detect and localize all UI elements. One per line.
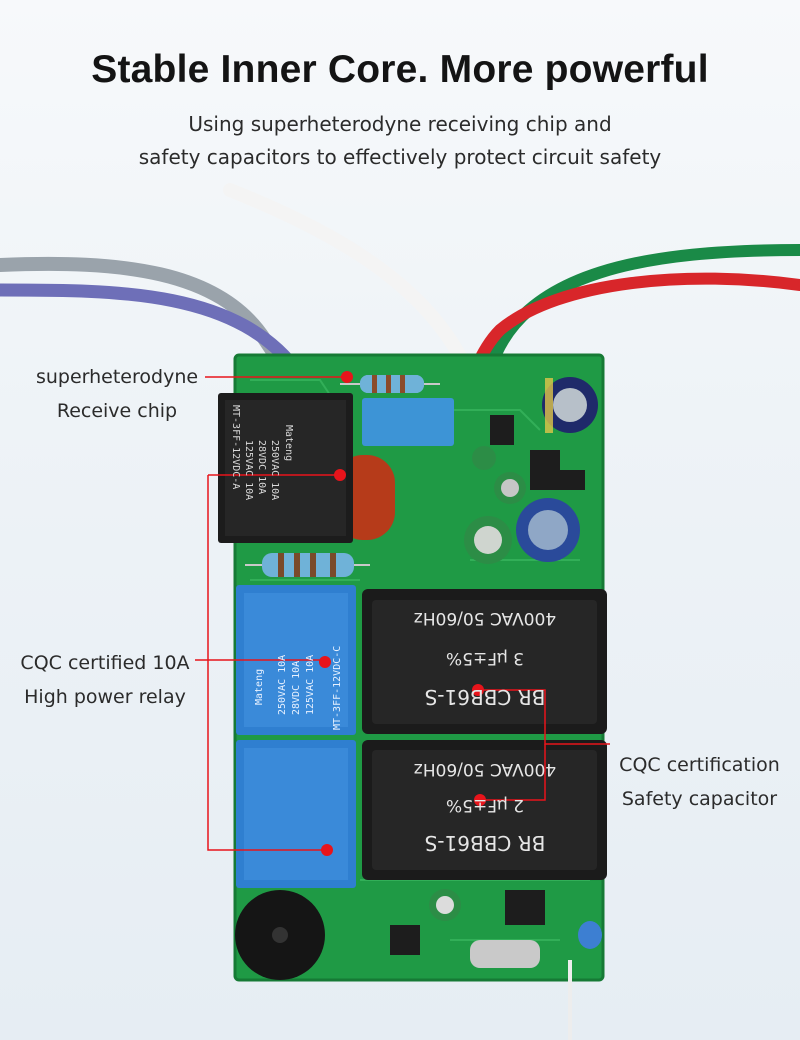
cap-top-model: BR CBB61-S [425, 685, 546, 709]
wire-white [223, 183, 469, 367]
relay-black-rating-2: 28VDC 10A [256, 440, 267, 494]
callout-safety-capacitor-line1: CQC certification [619, 754, 780, 776]
cap-bottom-value: 2 μF±5% [446, 795, 524, 815]
callout-power-relay-line2: High power relay [24, 686, 186, 708]
cap-bottom-model: BR CBB61-S [425, 831, 546, 855]
relay-black [218, 393, 353, 543]
relay-blue-rating-1: 250VAC 10A [277, 655, 288, 715]
callout-safety-capacitor: CQC certification Safety capacitor [612, 748, 787, 816]
subtitle-line-2: safety capacitors to effectively protect… [138, 145, 662, 169]
cap-top-value: 3 μF±5% [446, 648, 524, 668]
callout-receive-chip-line2: Receive chip [56, 400, 178, 422]
relay-blue-rating-2: 28VDC 10A [291, 661, 302, 715]
relay-black-rating-1: 250VAC 10A [269, 440, 280, 500]
cap-bottom-rating: 400VAC 50/60Hz [414, 759, 556, 779]
callout-power-relay-line1: CQC certified 10A [20, 652, 190, 674]
capacitor-bottom [362, 740, 607, 880]
wire-green [464, 244, 800, 466]
relay-black-rating-3: 125VAC 10A [243, 440, 254, 500]
callout-receive-chip-line1: superheterodyne [35, 366, 199, 388]
relay-black-brand: Mateng [283, 425, 294, 461]
subtitle-line-1: Using superheterodyne receiving chip and [188, 112, 612, 136]
cap-top-rating: 400VAC 50/60Hz [414, 608, 556, 628]
callout-power-relay: CQC certified 10A High power relay [10, 646, 200, 714]
relay-blue-model: MT-3FF-12VDC-C [332, 646, 343, 730]
relay-blue-brand: Mateng [254, 669, 265, 705]
relay-blue-bottom [236, 740, 356, 888]
callout-safety-capacitor-line2: Safety capacitor [621, 788, 778, 810]
page-title: Stable Inner Core. More powerful [91, 48, 709, 91]
callout-receive-chip: superheterodyne Receive chip [22, 360, 212, 428]
relay-black-model: MT-3FF-12VDC-A [230, 405, 241, 489]
relay-blue-rating-3: 125VAC 10A [305, 655, 316, 715]
wire-purple [0, 283, 307, 382]
